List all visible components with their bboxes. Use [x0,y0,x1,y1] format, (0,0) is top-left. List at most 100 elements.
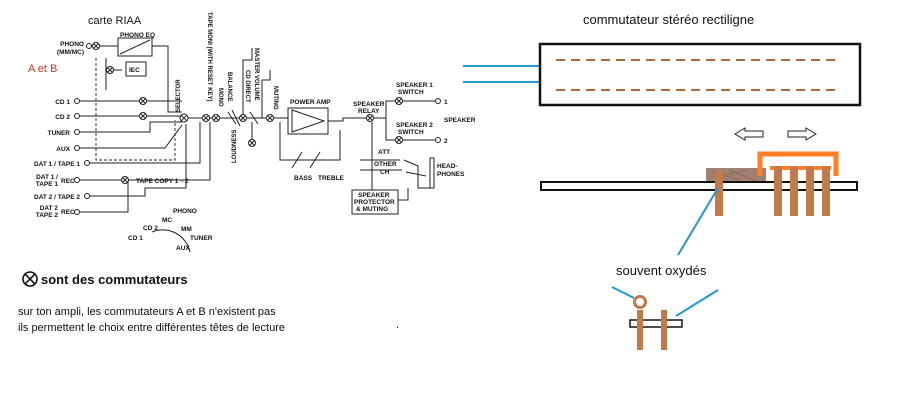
headphones-label-1: HEAD- [437,163,458,170]
oxidized-label: souvent oxydés [616,263,707,278]
tone-loop-wire [279,122,341,161]
switch-title: commutateur stéréo rectiligne [583,12,754,27]
dial-mc: MC [162,217,172,224]
master-volume-label: MASTER VOLUME [253,48,259,101]
speaker-1-switch-label: SPEAKER 1 [396,82,433,89]
switch-cd1-icon [139,97,147,105]
power-amp-block [287,107,329,135]
lug-loop [633,295,647,309]
legend-note-line2: ils permettent le choix entre différente… [18,322,285,334]
tape-moni-label: TAPE MONI (WITH RESET KEY) [206,12,212,102]
input-dat1-tape1-label: DAT 1 / TAPE 1 [34,161,80,168]
speaker-2-switch-icon [395,136,403,144]
cd2-terminal [74,113,80,119]
speaker-relay-label-1: SPEAKER [353,101,385,108]
internal-tracks [556,59,840,91]
switch-b-icon [106,66,114,74]
dial-cd1: CD 1 [128,235,143,242]
input-dat2-rec-label: REC [61,209,75,216]
iec-block [125,61,147,77]
contact-pin-1 [715,172,723,216]
lug-pin-1 [637,310,643,350]
phono-dashed-path [95,58,176,161]
stray-dot: . [396,319,399,331]
legend: sont des commutateurs sur ton ampli, les… [18,271,399,334]
loudness-switch-icon [248,139,256,147]
switch-tape-copy-icon [121,176,129,184]
switch-legend-icon [22,271,38,287]
aux-terminal [74,145,80,151]
cd1-terminal [74,98,80,104]
protector-label-2: PROTECTOR [354,199,395,206]
loudness-label: LOUDNESS [232,130,238,163]
slider-contact [757,151,839,176]
switch-symbols [92,42,403,184]
selector-switch-icon [179,113,189,123]
riaa-card-label: carte RIAA [88,15,142,27]
headphone-jack [429,157,435,189]
dial-tuner: TUNER [190,235,213,242]
iec-label: IEC [129,67,140,74]
slide-left-arrow-icon [734,127,764,141]
contact-pin-2 [774,166,782,216]
balance-pot-symbol [227,109,241,127]
ab-branch-wire [105,58,122,90]
volume-pot-symbol [249,111,259,125]
dial-phono: PHONO [173,208,197,215]
speaker-protector-block [351,189,399,215]
switch-housing [538,42,862,107]
phono-terminal [86,43,92,49]
speaker-1-switch-icon [395,97,403,105]
aux-wire [74,124,183,149]
speaker-relay-label-2: RELAY [358,108,380,115]
mono-switch-icon [212,114,220,122]
dat2-terminal [84,193,90,199]
switch-a-icon [92,42,100,50]
input-dat1-rec-label: REC [61,178,75,185]
speaker-2-switch-sub: SWITCH [398,129,424,136]
dial-cd2: CD 2 [143,225,158,232]
other-ch-label-1: OTHER [374,161,397,168]
headphones-label-2: PHONES [437,171,465,178]
tone-pot-symbols [291,151,321,169]
muting-branch-wire [261,70,271,118]
input-cd2-label: CD 2 [55,114,70,121]
legend-note-line1: sur ton ampli, les commutateurs A et B n… [18,306,276,318]
protector-wires [371,122,409,201]
phono-eq-symbol [119,39,151,55]
slide-right-arrow-icon [787,127,817,141]
muting-label: MUTING [272,86,278,110]
ab-switch-label: A et B [28,63,57,75]
dial-aux: AUX [176,245,190,252]
switch-cd2-icon [139,112,147,120]
tape-moni-switch-icon [202,114,210,122]
treble-label: TREBLE [318,175,345,182]
speaker-2-terminal [435,137,441,143]
legend-title: sont des commutateurs [41,272,188,287]
input-dat1-rec-line1: DAT 1 / [36,174,58,181]
speaker-1-switch-sub: SWITCH [398,89,424,96]
lead-wires [463,65,540,83]
speaker-out-label: SPEAKER [444,117,476,124]
speaker-1-terminal [435,98,441,104]
input-dat1-rec-line2: TAPE 1 [36,181,59,188]
headphone-jack-wire [403,159,430,189]
mono-label: MONO [217,88,223,107]
speaker-relay-switch-icon [366,114,374,122]
input-dat2-rec-line1: DAT 2 [40,205,59,212]
amp-out-wire [328,100,395,141]
oxide-leader-line [677,187,719,256]
speaker-out-wire [403,100,438,141]
input-aux-label: AUX [56,146,70,153]
input-phono-label: PHONO [60,41,84,48]
dat2-rec-terminal [74,209,80,215]
bass-label: BASS [294,175,313,182]
contact-pin-5 [822,166,830,216]
protector-label-1: SPEAKER [358,192,390,199]
input-dat2-tape2-label: DAT 2 / TAPE 2 [34,194,80,201]
pcb-bar [540,181,858,191]
lug-leader-lines [611,286,719,317]
power-amp-label: POWER AMP [290,99,331,106]
selector-label: SELECTOR [176,79,182,112]
